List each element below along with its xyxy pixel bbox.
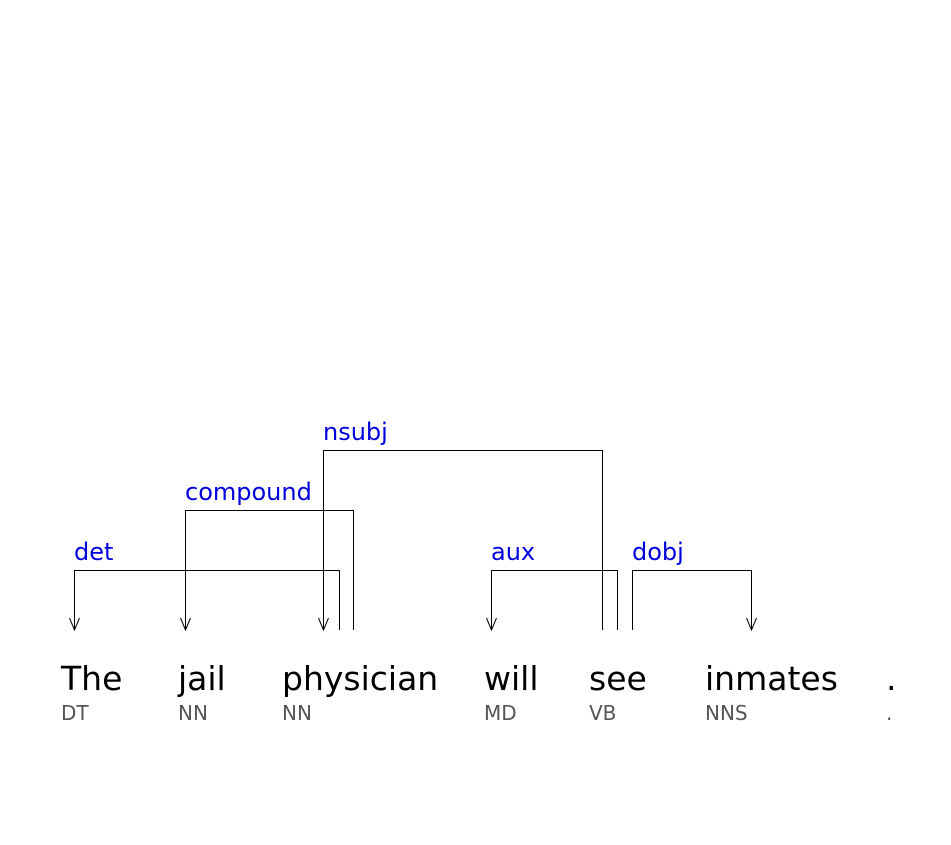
arc-line xyxy=(491,570,618,630)
token-word: see xyxy=(589,659,647,698)
relation-label: dobj xyxy=(632,538,684,566)
arc-line xyxy=(323,450,603,630)
relation-label: nsubj xyxy=(323,418,388,446)
token-pos-tag: NNS xyxy=(705,701,748,725)
token-word: will xyxy=(484,659,539,698)
arc-dobj: dobj xyxy=(632,538,757,632)
token-pos-tag: . xyxy=(886,701,892,725)
arrowhead-icon xyxy=(180,617,191,632)
arc-compound: compound xyxy=(180,478,354,632)
arc-aux: aux xyxy=(486,538,618,632)
token-word: jail xyxy=(177,659,226,698)
token-pos-tag: NN xyxy=(282,701,312,725)
arrowhead-icon xyxy=(69,617,80,632)
relation-label: det xyxy=(74,538,113,566)
arrowhead-icon xyxy=(318,617,329,632)
arcs-layer: det compound nsubj aux dobj xyxy=(69,418,757,632)
arc-det: det xyxy=(69,538,340,632)
arc-line xyxy=(632,570,752,630)
arrowhead-icon xyxy=(746,617,757,632)
arc-line xyxy=(185,510,354,630)
relation-label: compound xyxy=(185,478,312,506)
arc-nsubj: nsubj xyxy=(318,418,603,632)
token-word: physician xyxy=(282,659,438,698)
token-word: The xyxy=(60,659,122,698)
token-word: . xyxy=(886,659,897,698)
arrowhead-icon xyxy=(486,617,497,632)
token-pos-tag: MD xyxy=(484,701,517,725)
token-pos-tag: NN xyxy=(178,701,208,725)
relation-label: aux xyxy=(491,538,535,566)
token-pos-tag: DT xyxy=(61,701,89,725)
token-word: inmates xyxy=(705,659,838,698)
arc-line xyxy=(74,570,340,630)
token-pos-tag: VB xyxy=(589,701,616,725)
